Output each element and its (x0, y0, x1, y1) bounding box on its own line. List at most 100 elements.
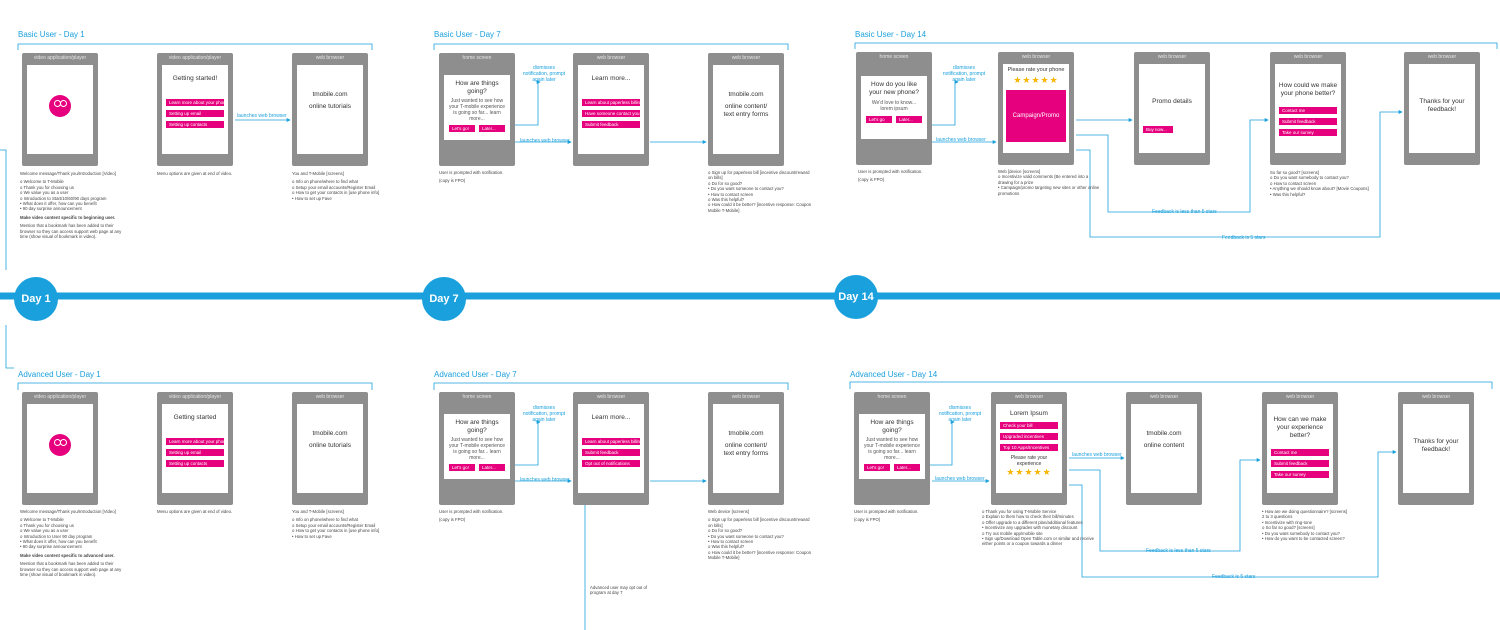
connector-label: Feedback is 5 stars (1212, 574, 1256, 580)
section-title-advanced-day1: Advanced User - Day 1 (18, 370, 101, 379)
phone-label: home screen (462, 55, 492, 61)
upgraded-incentives-button[interactable]: Upgraded incentives (1000, 433, 1058, 440)
phone-label: web browser (1021, 54, 1051, 60)
paperless-billing-button[interactable]: Learn about paperless billing (582, 438, 640, 445)
note-line: User is prompted with notification. (854, 509, 919, 514)
phone-screen (27, 404, 93, 493)
section-title-advanced-day7: Advanced User - Day 7 (434, 370, 517, 379)
contact-me-button[interactable]: Contact me (1271, 449, 1329, 456)
lets-go-button[interactable]: Let's go (866, 116, 892, 123)
section-title-basic-day7: Basic User - Day 7 (434, 30, 501, 39)
submit-feedback-button[interactable]: Submit feedback (1279, 118, 1337, 125)
note-line: Menu options are given at end of video. (157, 171, 233, 176)
note-line: • Incentivize any upgrades with monetary… (982, 525, 1078, 531)
note-line: • How are we doing questionnaire? [scree… (1262, 509, 1348, 514)
learn-more-phone-button[interactable]: Learn more about your phone (166, 99, 224, 106)
connector-label: dismisses notification, prompt again lat… (522, 405, 566, 423)
note-line: Mention that a bookmark has been added t… (20, 223, 122, 240)
section-bracket (433, 43, 789, 50)
video-camera-icon[interactable] (49, 434, 71, 456)
lets-go-button[interactable]: Let's go! (449, 125, 475, 132)
connector-label: launches web browser (936, 137, 986, 143)
phone-label: web browser (1149, 394, 1179, 400)
lets-go-button[interactable]: Let's go! (449, 464, 475, 471)
note-line: o How could it be better? [incentive res… (708, 549, 812, 561)
top-apps-button[interactable]: Top 10 Apps/Incentives (1000, 444, 1058, 451)
notification-dialog: How are things going? Just wanted to see… (444, 75, 510, 140)
phone-advanced-day14-thanks: web browser Thanks for your feedback! (1398, 392, 1474, 505)
note-line: • Do you want somebody to contact you? (1262, 530, 1340, 536)
phone-screen: Learn more... Learn about paperless bill… (578, 65, 644, 154)
phone-screen: tmobile.com online content (1131, 404, 1197, 493)
screen-title: How do you like your new phone? (869, 81, 919, 96)
phone-screen: How could we make your phone better? Con… (1275, 64, 1341, 153)
setting-up-contacts-button[interactable]: Setting up contacts (166, 121, 224, 128)
note-advanced-day7-home: User is prompted with notification.(copy… (439, 509, 544, 523)
connector-line (916, 420, 955, 466)
screen-title: tmobile.com (1146, 430, 1182, 437)
opt-out-button[interactable]: Opt out of notifications (582, 460, 640, 467)
phone-label: video application/player (33, 394, 87, 400)
connector-line (1069, 450, 1397, 578)
phone-label: web browser (315, 55, 345, 61)
phone-basic-day1-video-intro: video application/player (22, 53, 98, 166)
star-rating[interactable]: ★★★★★ (1013, 75, 1059, 85)
submit-feedback-button[interactable]: Submit feedback (582, 121, 640, 128)
note-line: • How to set up Fave (292, 533, 332, 539)
note-line: o How could it be better? [incentive res… (708, 202, 812, 213)
take-survey-button[interactable]: Take our survey (1271, 471, 1329, 478)
setting-up-contacts-button[interactable]: Setting up contacts (166, 460, 224, 467)
note-line: So far so good? [screens] (1270, 170, 1319, 175)
screen-title: tmobile.com (312, 430, 348, 437)
connector-line (918, 80, 959, 126)
note-line: User is prompted with notification. (858, 169, 923, 174)
note-line: Make video content specific to beginning… (20, 214, 116, 220)
phone-label: home screen (877, 394, 907, 400)
phone-basic-day7-home: home screen How are things going? Just w… (439, 53, 515, 166)
note-advanced-day7-optout: Advanced user may opt out of program at … (590, 585, 650, 596)
contact-me-button[interactable]: Contact me (1279, 107, 1337, 114)
note-line: o Setup your email accounts/Register Ema… (292, 522, 376, 528)
phone-basic-day7-learn-more: web browser Learn more... Learn about pa… (573, 53, 649, 166)
phone-advanced-day7-learn-more: web browser Learn more... Learn about pa… (573, 392, 649, 505)
later-button[interactable]: Later... (894, 464, 920, 471)
campaign-promo-banner[interactable]: Campaign/Promo (1006, 90, 1066, 142)
contact-you-button[interactable]: Have someone contact you (582, 110, 640, 117)
note-line: • 90 day surprise announcement (20, 206, 82, 212)
note-line: o Do for so good? (708, 180, 743, 186)
setting-up-email-button[interactable]: Setting up email (166, 110, 224, 117)
later-button[interactable]: Later... (896, 116, 922, 123)
submit-feedback-button[interactable]: Submit feedback (1271, 460, 1329, 467)
screen-body: online content/ text entry forms (723, 442, 769, 457)
flow-line (0, 149, 7, 270)
setting-up-email-button[interactable]: Setting up email (166, 449, 224, 456)
paperless-billing-button[interactable]: Learn about paperless billing (582, 99, 640, 106)
phone-screen: tmobile.com online content/ text entry f… (713, 404, 779, 493)
lets-go-button[interactable]: Let's go! (864, 464, 890, 471)
section-bracket (854, 42, 1498, 49)
note-line: o Thank you for choosing us (20, 522, 74, 528)
learn-more-phone-button[interactable]: Learn more about your phone (166, 438, 224, 445)
note-line: You and T-Mobile [screens] (292, 509, 344, 514)
submit-feedback-button[interactable]: Submit feedback (582, 449, 640, 456)
later-button[interactable]: Later... (479, 464, 505, 471)
note-line: o We value you as a user (20, 528, 69, 534)
later-button[interactable]: Later... (479, 125, 505, 132)
check-bill-button[interactable]: Check your bill (1000, 422, 1058, 429)
phone-basic-day14-home: home screen How do you like your new pho… (856, 52, 932, 165)
note-advanced-day1-video: Welcome message/Thank you/Introduction [… (20, 509, 125, 577)
section-bracket (17, 382, 373, 390)
day-marker-1: Day 1 (14, 277, 58, 321)
video-camera-icon[interactable] (49, 95, 71, 117)
screen-body: Just wanted to see how your T-mobile exp… (448, 98, 506, 122)
screen-body: We'd love to know... lorem ipsum (871, 100, 917, 112)
phone-screen: Promo details Buy now... (1139, 64, 1205, 153)
screen-title: Please rate your phone (1007, 67, 1065, 73)
buy-now-button[interactable]: Buy now... (1143, 126, 1173, 133)
take-survey-button[interactable]: Take our survey (1279, 129, 1337, 136)
connector-label: Feedback is less than 5 stars (1146, 548, 1211, 554)
phone-basic-day7-web: web browser tmobile.com online content/ … (708, 53, 784, 166)
star-rating[interactable]: ★★★★★ (1006, 467, 1052, 477)
